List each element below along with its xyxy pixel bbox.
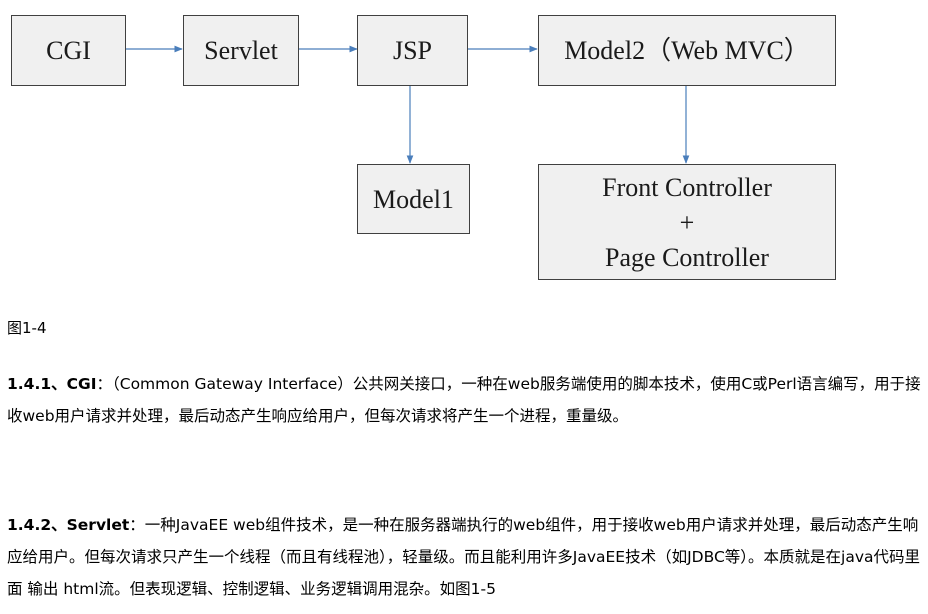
label-front-controller: Front Controller: [602, 172, 772, 202]
node-servlet: Servlet: [183, 15, 299, 86]
node-model2: Model2（Web MVC）: [538, 15, 836, 86]
paragraph-servlet: 1.4.2、Servlet：一种JavaEE web组件技术，是一种在服务器端执…: [7, 509, 923, 605]
node-controllers: Front Controller + Page Controller: [538, 164, 836, 280]
node-model1: Model1: [357, 164, 470, 234]
section-body-cgi: ：（Common Gateway Interface）公共网关接口，一种在web…: [7, 375, 921, 425]
node-cgi: CGI: [11, 15, 126, 86]
figure-caption: 图1-4: [7, 319, 47, 337]
section-heading-cgi: 1.4.1、CGI: [7, 375, 97, 393]
node-jsp: JSP: [357, 15, 468, 86]
paragraph-cgi: 1.4.1、CGI：（Common Gateway Interface）公共网关…: [7, 368, 923, 432]
label-page-controller: Page Controller: [605, 242, 769, 272]
label-plus: +: [679, 207, 695, 237]
flow-diagram: [125, 45, 690, 164]
section-heading-servlet: 1.4.2、Servlet: [7, 516, 130, 534]
section-body-servlet: ：一种JavaEE web组件技术，是一种在服务器端执行的web组件，用于接收w…: [7, 516, 920, 598]
